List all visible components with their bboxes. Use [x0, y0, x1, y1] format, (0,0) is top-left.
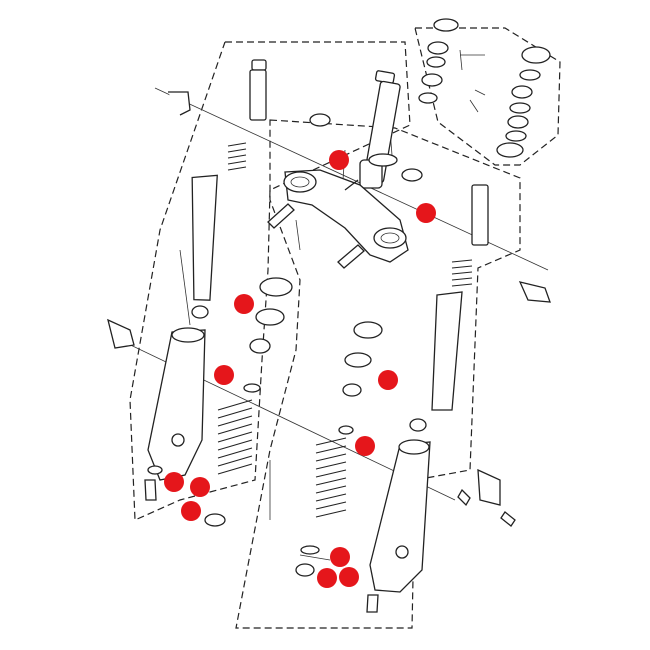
red-marker-1: [329, 150, 349, 170]
steering-stem: [359, 70, 401, 189]
left-fork-tube: [191, 59, 331, 301]
right-top-spring: [451, 259, 473, 287]
pinch-bolts: [267, 203, 365, 269]
red-marker-3: [234, 294, 254, 314]
triple-clamp: [283, 169, 409, 263]
left-damper-spring: [217, 399, 253, 475]
right-fork-tube: [401, 168, 489, 411]
right-cable-bracket: [457, 281, 551, 527]
red-marker-2: [416, 203, 436, 223]
red-marker-10: [330, 547, 350, 567]
outline-bearing-group: [414, 27, 561, 166]
red-marker-6: [355, 436, 375, 456]
red-marker-7: [164, 472, 184, 492]
left-fork-slider: [147, 305, 209, 481]
left-top-spring: [227, 142, 247, 171]
right-damper-spring: [315, 437, 347, 518]
right-fork-seals: [295, 321, 427, 577]
red-marker-9: [181, 501, 201, 521]
left-fork-seals: [147, 277, 293, 527]
red-marker-8: [190, 477, 210, 497]
red-marker-5: [378, 370, 398, 390]
marker-layer: [164, 150, 436, 588]
red-marker-4: [214, 365, 234, 385]
left-cable-bracket: [107, 91, 191, 501]
bearing-stack: [418, 18, 551, 158]
right-fork-slider: [366, 439, 431, 613]
outline-left-fork-group: [129, 41, 411, 521]
red-marker-11: [317, 568, 337, 588]
red-marker-12: [339, 567, 359, 587]
